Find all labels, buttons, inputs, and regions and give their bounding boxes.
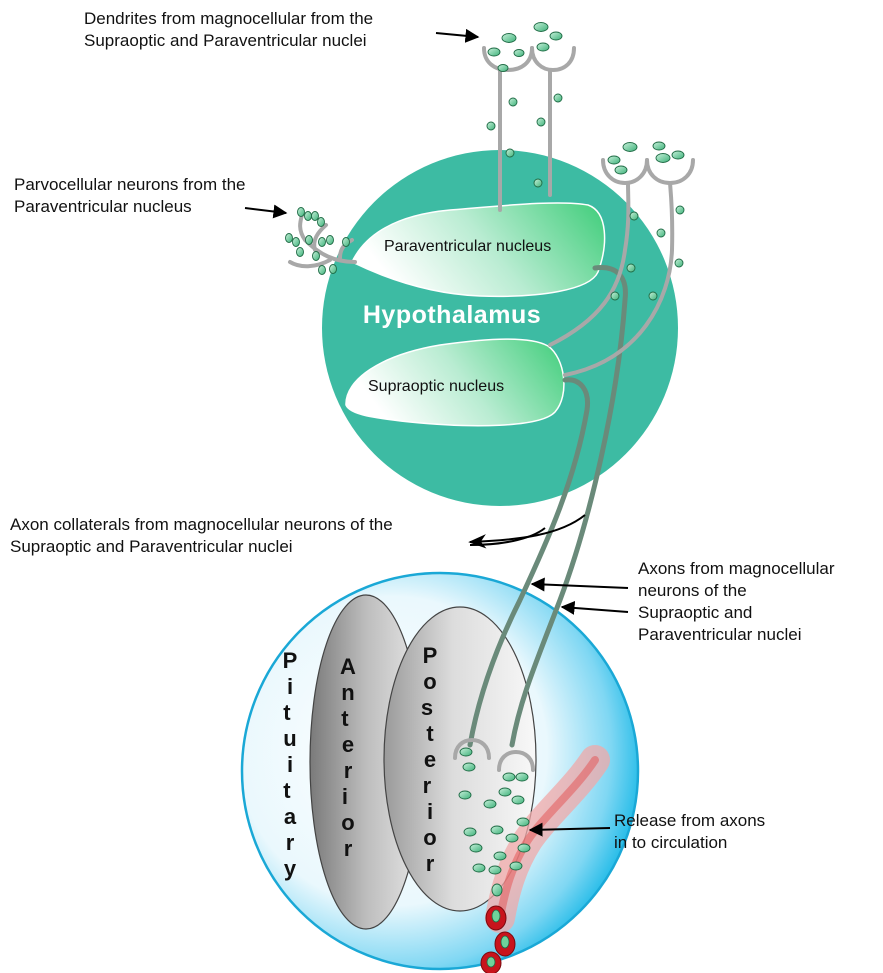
parvocellular-arrow — [244, 204, 288, 219]
blood-vessel — [485, 745, 610, 933]
release-label: Release from axons in to circulation — [614, 811, 770, 852]
dendrites — [288, 46, 695, 772]
supraoptic-label: Supraoptic nucleus — [368, 378, 504, 395]
parvocellular-label: Parvocellular neurons from the Paraventr… — [14, 175, 250, 216]
dendrite-cup-1 — [482, 46, 534, 73]
collaterals-arrow-1 — [468, 514, 586, 549]
vesicles — [285, 22, 685, 897]
dendrite-stem-3 — [548, 181, 631, 347]
arrows — [244, 28, 629, 837]
dendrite-cup-4 — [645, 158, 695, 186]
axons-label: Axons from magnocellular neurons of the … — [638, 559, 839, 644]
dendrite-stem-4 — [563, 181, 675, 377]
supraoptic-axon — [467, 377, 591, 748]
terminal-cup-2 — [497, 749, 535, 772]
release-arrow — [528, 822, 611, 837]
posterior-lobe — [383, 606, 537, 912]
parvo-branch-2 — [288, 258, 332, 269]
dendrite-cup-3 — [601, 158, 649, 186]
axons-arrow-1 — [530, 577, 629, 592]
paraventricular-nucleus — [350, 202, 606, 298]
terminal-cup-1 — [453, 737, 491, 760]
dendrite-cup-2 — [530, 46, 576, 73]
parvo-branch-3 — [338, 238, 354, 260]
supraoptic-nucleus — [345, 338, 565, 427]
parvo-branch-1 — [298, 213, 357, 264]
collaterals-arrow-2 — [469, 527, 546, 546]
axons-arrow-2 — [560, 600, 629, 615]
paraventricular-label: Paraventricular nucleus — [384, 238, 551, 255]
collaterals-label: Axon collaterals from magnocellular neur… — [10, 515, 397, 556]
hypothalamus-label: Hypothalamus — [363, 301, 541, 329]
dendrites-label: Dendrites from magnocellular from the Su… — [84, 9, 378, 50]
dendrites-arrow — [435, 28, 480, 43]
blood-cells — [480, 905, 516, 973]
paraventricular-axon — [509, 264, 628, 748]
parvo-branch-4 — [312, 223, 328, 252]
magnocellular-axons — [467, 264, 628, 748]
